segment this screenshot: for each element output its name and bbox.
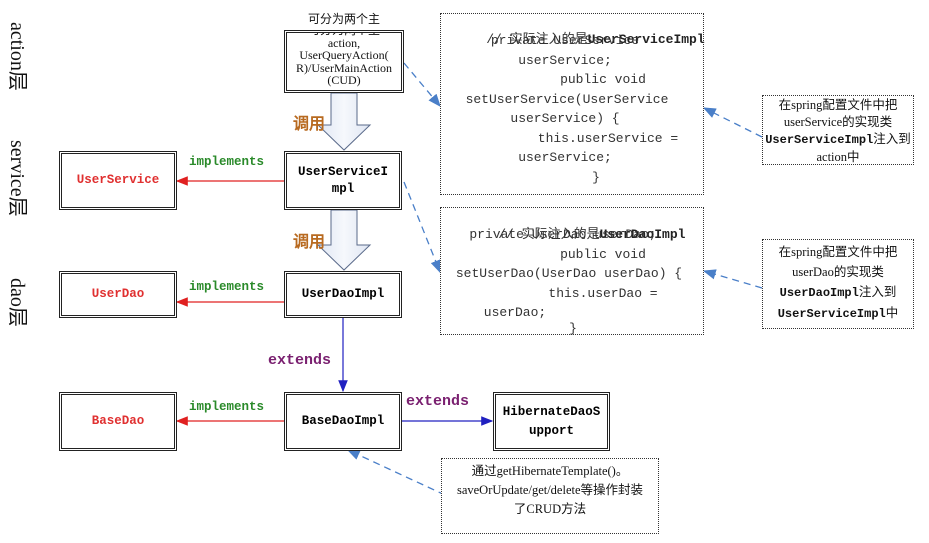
base-dao-impl-label: BaseDaoImpl bbox=[301, 414, 385, 428]
note-line: userDao的实现类 bbox=[792, 265, 884, 279]
user-dao-impl-label: UserDaoImpl bbox=[301, 287, 385, 301]
code-block-user-service: // 实际注入的是UserServiceImpl private UserSer… bbox=[440, 10, 705, 195]
note-class-name: UserServiceImpl bbox=[777, 307, 886, 321]
note-inject-user-dao: 在spring配置文件中把 userDao的实现类 UserDaoImpl注入到… bbox=[762, 239, 914, 329]
implements-label-1: implements bbox=[189, 155, 265, 169]
dashed-link-note-dao bbox=[702, 269, 763, 289]
code-line: public void bbox=[560, 246, 646, 262]
code-line: userService; bbox=[518, 52, 612, 68]
implements-label-2: implements bbox=[189, 280, 265, 294]
implements-label-3: implements bbox=[189, 400, 265, 414]
hibernate-dao-support-label: HibernateDaoSupport bbox=[502, 404, 601, 438]
action-box-line: R)/UserMainAction bbox=[296, 60, 392, 75]
code-comment-text: // 实际注入的是 bbox=[486, 31, 588, 47]
code-line: userDao; bbox=[483, 305, 547, 320]
user-dao-impl-box[interactable]: UserDaoImpl bbox=[284, 271, 402, 318]
code-line: this.userService = bbox=[537, 130, 679, 146]
code-line: this.userDao = bbox=[548, 285, 658, 301]
code-line: } bbox=[592, 169, 600, 185]
note-line: 通过getHibernateTemplate()。 bbox=[471, 464, 629, 478]
base-dao-impl-box[interactable]: BaseDaoImpl bbox=[284, 392, 402, 451]
dashed-link-service-code bbox=[403, 181, 441, 274]
call-label-2: 调用 bbox=[293, 234, 326, 251]
code-line: setUserDao(UserDao userDao) { bbox=[455, 266, 683, 281]
note-line: UserServiceImpl中 bbox=[763, 303, 913, 324]
user-dao-box[interactable]: UserDao bbox=[59, 271, 177, 318]
call-arrow-2 bbox=[316, 209, 372, 271]
note-line: 在spring配置文件中把 bbox=[778, 98, 898, 112]
note-hibernate-template: 通过getHibernateTemplate()。 saveOrUpdate/g… bbox=[441, 458, 659, 534]
base-dao-label: BaseDao bbox=[91, 414, 145, 428]
dashed-link-note-service bbox=[702, 107, 763, 138]
dashed-link-action-code bbox=[403, 62, 441, 107]
note-line: UserServiceImpl注入到 bbox=[763, 131, 913, 149]
note-line: userService的实现类 bbox=[783, 115, 893, 129]
note-class-name: UserDaoImpl bbox=[779, 286, 859, 300]
action-box-heading: 可分为两个主 bbox=[307, 12, 380, 26]
extends-label-1: extends bbox=[268, 352, 332, 369]
code-block-user-dao: // 实际注入的是UserDaoImpl private UserDao use… bbox=[440, 207, 704, 335]
code-line: } bbox=[569, 320, 577, 336]
note-line: action中 bbox=[816, 150, 860, 164]
user-service-impl-label: UserServiceImpl bbox=[297, 164, 388, 196]
note-text: 注入到 bbox=[873, 132, 911, 146]
code-comment-line: // 实际注入的是UserServiceImpl bbox=[455, 10, 704, 69]
action-box: 可分为两个主 action, UserQueryAction( R)/UserM… bbox=[284, 30, 404, 93]
user-service-box[interactable]: UserService bbox=[59, 151, 177, 210]
code-comment-line: // 实际注入的是UserDaoImpl bbox=[467, 205, 697, 264]
user-dao-label: UserDao bbox=[91, 287, 145, 301]
code-line: userService) { bbox=[510, 111, 620, 126]
action-box-line: UserQueryAction( bbox=[299, 48, 389, 63]
code-line: setUserService(UserService bbox=[465, 91, 669, 107]
action-box-line: 可分为两个主 bbox=[307, 30, 380, 37]
action-box-line: (CUD) bbox=[327, 73, 361, 88]
code-comment-class: UserServiceImpl bbox=[587, 31, 705, 47]
code-line: private UserService bbox=[490, 33, 640, 48]
code-line: public void bbox=[560, 72, 646, 87]
call-arrow-1 bbox=[316, 92, 372, 151]
note-text: 注入到 bbox=[858, 285, 897, 299]
user-service-impl-box[interactable]: UserServiceImpl bbox=[284, 151, 402, 210]
hibernate-dao-support-box[interactable]: HibernateDaoSupport bbox=[493, 392, 610, 451]
base-dao-box[interactable]: BaseDao bbox=[59, 392, 177, 451]
code-comment-text: // 实际注入的是 bbox=[498, 226, 600, 242]
code-line: private UserDao userDao; bbox=[469, 227, 657, 242]
note-line: UserDaoImpl注入到 bbox=[763, 282, 913, 303]
action-box-line: action, bbox=[327, 35, 361, 50]
note-line: 了CRUD方法 bbox=[513, 502, 587, 516]
note-inject-user-service: 在spring配置文件中把 userService的实现类 UserServic… bbox=[762, 95, 914, 165]
call-label-1: 调用 bbox=[293, 116, 326, 133]
code-line: userService; bbox=[518, 150, 612, 165]
note-line: saveOrUpdate/get/delete等操作封装 bbox=[456, 483, 644, 497]
note-class-name: UserServiceImpl bbox=[765, 133, 874, 147]
code-comment-class: UserDaoImpl bbox=[599, 226, 686, 242]
note-text: 中 bbox=[885, 306, 899, 320]
note-line: 在spring配置文件中把 bbox=[778, 245, 898, 259]
dashed-link-note-hibernate bbox=[346, 449, 446, 496]
extends-label-2: extends bbox=[406, 393, 470, 410]
user-service-label: UserService bbox=[76, 173, 160, 187]
